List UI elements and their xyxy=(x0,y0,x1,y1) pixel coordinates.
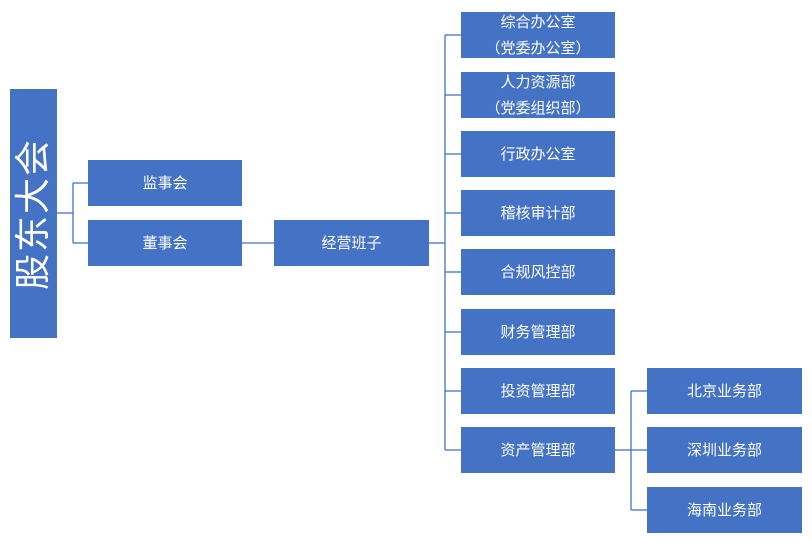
node-label: 深圳业务部 xyxy=(686,441,762,459)
node-label: 投资管理部 xyxy=(500,382,576,400)
node-label: 监事会 xyxy=(142,174,188,192)
node-label: 股东大会 xyxy=(12,137,54,290)
node-label: 董事会 xyxy=(142,234,188,252)
node-administration-office: 行政办公室 xyxy=(461,131,615,177)
node-audit-department: 稽核审计部 xyxy=(461,190,615,236)
node-sublabel: （党委办公室） xyxy=(485,39,591,57)
node-supervisory-board: 监事会 xyxy=(88,160,242,206)
node-finance-department: 财务管理部 xyxy=(461,309,615,355)
node-investment-department: 投资管理部 xyxy=(461,368,615,414)
node-asset-management-department: 资产管理部 xyxy=(461,427,615,473)
node-sublabel: （党委组织部） xyxy=(485,99,591,117)
node-label: 资产管理部 xyxy=(500,441,576,459)
node-label: 综合办公室 xyxy=(500,13,576,31)
node-hainan-business-unit: 海南业务部 xyxy=(647,487,802,533)
node-management-team: 经营班子 xyxy=(274,220,429,266)
node-label: 海南业务部 xyxy=(686,501,762,519)
node-shenzhen-business-unit: 深圳业务部 xyxy=(647,427,802,473)
node-general-office: 综合办公室 （党委办公室） xyxy=(461,12,615,58)
node-label: 行政办公室 xyxy=(500,145,576,163)
node-label: 经营班子 xyxy=(321,234,382,252)
node-shareholders-meeting: 股东大会 xyxy=(10,89,57,338)
node-label: 北京业务部 xyxy=(686,382,762,400)
node-beijing-business-unit: 北京业务部 xyxy=(647,368,802,414)
node-compliance-risk-department: 合规风控部 xyxy=(461,249,615,295)
node-label: 财务管理部 xyxy=(500,323,576,341)
node-label: 合规风控部 xyxy=(500,263,576,281)
node-label: 稽核审计部 xyxy=(500,204,576,222)
node-human-resources: 人力资源部 （党委组织部） xyxy=(461,72,615,118)
node-label: 人力资源部 xyxy=(500,73,576,91)
node-board-of-directors: 董事会 xyxy=(88,220,242,266)
